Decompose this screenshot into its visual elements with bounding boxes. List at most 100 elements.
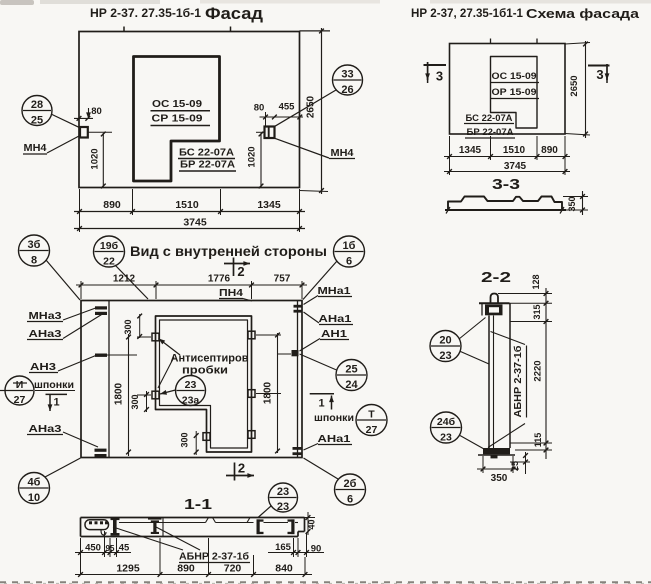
svg-text:МНа3: МНа3	[29, 311, 63, 322]
svg-text:МН4: МН4	[24, 143, 47, 154]
svg-text:165: 165	[275, 542, 292, 553]
svg-text:90: 90	[311, 544, 322, 555]
svg-text:АНа1: АНа1	[318, 434, 352, 445]
svg-text:2б: 2б	[344, 478, 357, 490]
svg-text:80: 80	[254, 103, 265, 114]
svg-text:И: И	[16, 379, 24, 391]
svg-text:300: 300	[130, 394, 140, 409]
svg-text:890: 890	[541, 145, 558, 156]
svg-text:БС 22-07А: БС 22-07А	[466, 113, 513, 124]
svg-text:2-2: 2-2	[481, 270, 511, 286]
svg-text:28: 28	[31, 99, 43, 111]
svg-text:1345: 1345	[459, 145, 482, 156]
svg-text:МН4: МН4	[331, 148, 354, 159]
svg-text:350: 350	[491, 473, 508, 484]
svg-text:40: 40	[307, 519, 317, 529]
svg-text:720: 720	[224, 563, 242, 575]
svg-text:95: 95	[106, 544, 115, 553]
svg-text:шпонки: шпонки	[314, 413, 354, 424]
svg-text:1б: 1б	[343, 240, 356, 252]
svg-text:ПН4: ПН4	[219, 288, 244, 299]
svg-text:1510: 1510	[175, 199, 199, 211]
svg-text:1295: 1295	[116, 563, 140, 575]
svg-text:20: 20	[439, 335, 451, 347]
svg-text:6: 6	[346, 256, 352, 268]
svg-text:БС 22-07А: БС 22-07А	[179, 147, 234, 159]
svg-text:10: 10	[28, 492, 40, 504]
svg-text:1020: 1020	[90, 148, 101, 169]
svg-text:890: 890	[177, 563, 195, 575]
svg-text:БР 22-07А: БР 22-07А	[467, 127, 514, 138]
svg-text:23: 23	[277, 501, 289, 513]
svg-text:1: 1	[53, 397, 59, 409]
svg-text:НР 2-37, 27.35-1б1-1: НР 2-37, 27.35-1б1-1	[411, 8, 524, 20]
svg-text:315: 315	[532, 304, 542, 319]
svg-text:АН3: АН3	[30, 362, 57, 373]
svg-text:2: 2	[238, 461, 245, 476]
svg-text:455: 455	[279, 102, 296, 113]
svg-text:890: 890	[103, 199, 121, 211]
svg-text:НР 2-37. 27.35-1б-1: НР 2-37. 27.35-1б-1	[90, 6, 201, 20]
svg-text:1345: 1345	[257, 199, 281, 211]
svg-text:АБНР 2-37-1б: АБНР 2-37-1б	[179, 551, 250, 563]
svg-text:300: 300	[180, 432, 190, 447]
svg-text:4б: 4б	[28, 477, 41, 489]
svg-text:19б: 19б	[100, 240, 119, 252]
svg-text:23: 23	[277, 486, 289, 498]
svg-text:25: 25	[31, 114, 43, 126]
svg-text:АНа3: АНа3	[29, 329, 63, 340]
svg-text:пробки: пробки	[182, 365, 228, 377]
svg-text:2650: 2650	[569, 75, 580, 96]
svg-text:2220: 2220	[533, 360, 544, 381]
svg-text:АБНР 2-37-1б: АБНР 2-37-1б	[512, 345, 524, 418]
svg-text:1212: 1212	[113, 274, 136, 285]
svg-text:1776: 1776	[208, 274, 231, 285]
svg-text:25: 25	[510, 461, 520, 471]
svg-text:6: 6	[347, 494, 353, 506]
svg-text:2650: 2650	[306, 95, 317, 118]
svg-text:ОС 15-09: ОС 15-09	[152, 98, 202, 110]
svg-text:8: 8	[31, 255, 37, 267]
svg-text:840: 840	[275, 563, 293, 575]
svg-text:Вид с внутренней стороны: Вид с внутренней стороны	[130, 244, 327, 259]
svg-text:АНа3: АНа3	[29, 424, 63, 435]
svg-text:Схема фасада: Схема фасада	[526, 6, 640, 21]
svg-text:24: 24	[345, 379, 358, 391]
svg-text:МНа1: МНа1	[318, 286, 352, 297]
svg-text:115: 115	[533, 433, 543, 448]
svg-text:450: 450	[85, 543, 101, 554]
svg-text:300: 300	[123, 319, 133, 334]
svg-text:27: 27	[14, 394, 26, 406]
svg-text:23: 23	[439, 350, 451, 362]
svg-text:шпонки: шпонки	[34, 380, 74, 391]
svg-text:3745: 3745	[183, 217, 207, 229]
svg-text:БР 22-07А: БР 22-07А	[180, 159, 235, 171]
svg-text:Фасад: Фасад	[205, 4, 263, 23]
svg-text:33: 33	[341, 69, 353, 81]
svg-text:АН1: АН1	[321, 329, 348, 340]
svg-text:23: 23	[440, 432, 452, 444]
svg-text:350: 350	[567, 196, 577, 211]
svg-text:1800: 1800	[114, 382, 125, 405]
svg-text:3: 3	[596, 67, 603, 82]
svg-text:Антисептиров: Антисептиров	[171, 353, 249, 365]
svg-text:Т: Т	[368, 409, 375, 421]
svg-text:23: 23	[185, 379, 197, 391]
svg-text:3: 3	[436, 69, 443, 84]
svg-text:27: 27	[366, 424, 378, 436]
svg-text:45: 45	[119, 543, 130, 554]
svg-text:22: 22	[103, 256, 115, 268]
svg-text:26: 26	[341, 84, 353, 96]
svg-text:АНа1: АНа1	[319, 314, 353, 325]
svg-text:128: 128	[531, 274, 541, 289]
svg-text:1800: 1800	[263, 381, 274, 404]
svg-text:СР 15-09: СР 15-09	[152, 113, 203, 125]
svg-text:3745: 3745	[504, 161, 527, 172]
svg-text:1510: 1510	[503, 145, 526, 156]
svg-text:ОР 15-09: ОР 15-09	[492, 87, 537, 98]
svg-text:24б: 24б	[437, 416, 456, 428]
svg-text:1: 1	[318, 398, 324, 410]
svg-text:80: 80	[91, 106, 102, 117]
svg-text:757: 757	[274, 274, 291, 285]
svg-text:1020: 1020	[247, 146, 258, 167]
